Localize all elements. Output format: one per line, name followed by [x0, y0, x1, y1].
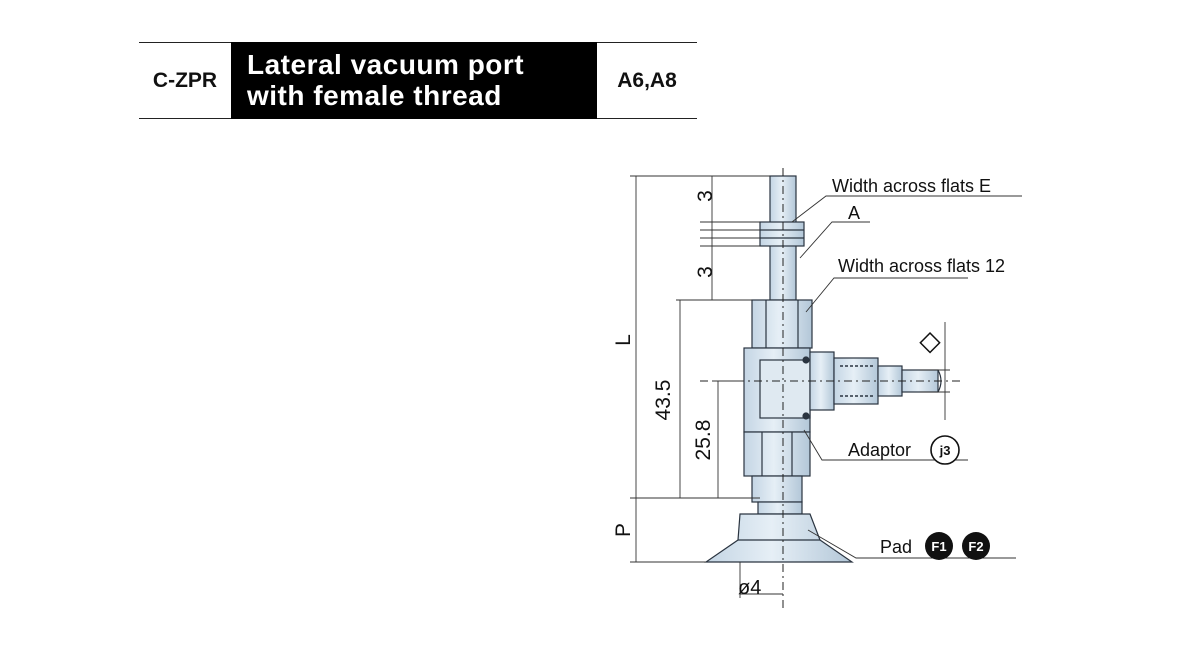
series-code: C-ZPR	[152, 68, 218, 92]
label-width-across-flats-12: Width across flats 12	[838, 256, 1005, 276]
pad-badge-f2	[962, 532, 990, 560]
dim-pad-height: P	[612, 523, 635, 537]
pad-badge-f2-text: F2	[968, 539, 983, 554]
label-width-across-flats-e: Width across flats E	[832, 176, 991, 196]
dim-overall-length: L	[612, 334, 635, 346]
hex-body	[751, 299, 813, 349]
dim-height-25-8: 25.8	[692, 420, 715, 461]
dim-thread-bottom: 3	[694, 266, 717, 278]
dim-thread-top: 3	[694, 190, 717, 202]
pad-badge-f1-text: F1	[931, 539, 946, 554]
adaptor-body	[743, 431, 811, 477]
label-a: A	[848, 203, 860, 223]
vacuum-pad-assembly	[704, 175, 942, 563]
adaptor-badge-text: j3	[939, 443, 951, 458]
header-band: C-ZPR Lateral vacuum port with female th…	[139, 41, 697, 119]
adaptor-badge	[930, 435, 960, 465]
title-line-2: with female thread	[247, 79, 502, 111]
pad-badge-f1	[925, 532, 953, 560]
product-title: Lateral vacuum port with female thread	[231, 41, 597, 119]
dim-port-symbol: ◇	[919, 325, 941, 356]
dim-height-43-5: 43.5	[652, 380, 675, 421]
suction-pad	[704, 513, 854, 563]
lock-nut	[759, 221, 805, 247]
size-codes: A6,A8	[617, 68, 677, 92]
dimension-lines	[630, 175, 950, 598]
title-line-1: Lateral vacuum port	[247, 48, 525, 80]
label-adaptor: Adaptor	[848, 440, 911, 460]
label-pad: Pad	[880, 537, 912, 557]
leader-lines	[791, 195, 1022, 559]
dim-diameter: ø4	[738, 577, 761, 599]
